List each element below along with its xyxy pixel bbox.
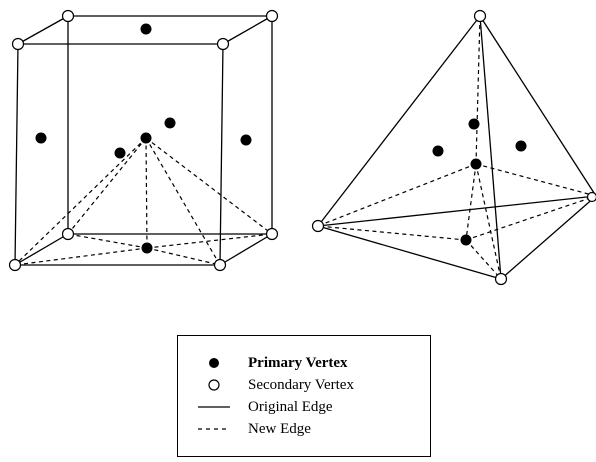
- primary-vertex: [35, 132, 47, 144]
- tetra-new-edge: [465, 163, 477, 241]
- tetra-edge: [479, 15, 596, 197]
- primary-vertex: [460, 234, 472, 246]
- tetra-secondary-vertices: [311, 9, 596, 286]
- legend-label: New Edge: [248, 421, 311, 437]
- secondary-vertex: [213, 258, 227, 272]
- cube-new-edge: [145, 137, 221, 266]
- open-circle-icon: [208, 379, 220, 391]
- primary-vertex: [468, 118, 480, 130]
- tetra-new-edge: [475, 163, 502, 280]
- secondary-vertex: [11, 37, 25, 51]
- tetra-new-edge: [475, 15, 481, 165]
- primary-vertex: [141, 242, 153, 254]
- secondary-vertex: [586, 191, 596, 203]
- primary-vertex: [140, 132, 152, 144]
- tetra-new-edge: [317, 225, 467, 241]
- tetra-new-edge: [465, 239, 502, 280]
- primary-vertex: [114, 147, 126, 159]
- primary-vertex: [164, 117, 176, 129]
- cube-edge: [222, 15, 273, 45]
- secondary-vertex: [216, 37, 230, 51]
- cube-edge: [14, 233, 69, 266]
- tetra-new-edge: [317, 163, 477, 227]
- secondary-vertex: [473, 9, 487, 23]
- secondary-vertex: [61, 9, 75, 23]
- secondary-vertex: [61, 227, 75, 241]
- tetra-new-edge: [475, 163, 596, 197]
- cube-new-edge: [145, 137, 273, 235]
- cube-primary-vertices: [35, 23, 252, 254]
- dashed-line-icon: [198, 428, 230, 430]
- cube-new-edge: [67, 137, 147, 235]
- legend-item-original-edge: Original Edge: [178, 397, 430, 417]
- tetra-new-edge: [465, 195, 596, 241]
- cube-new-edge: [145, 137, 148, 249]
- tetra-new-edges: [317, 15, 596, 280]
- primary-vertex: [515, 140, 527, 152]
- primary-vertex: [470, 158, 482, 170]
- legend-label: Primary Vertex: [248, 355, 348, 371]
- cube-new-edge: [146, 247, 221, 266]
- tetra-edge: [317, 225, 502, 280]
- cube-edge: [219, 43, 224, 266]
- secondary-vertex: [265, 227, 279, 241]
- legend-label: Original Edge: [248, 399, 333, 415]
- tetra-edge: [317, 195, 596, 227]
- legend-item-primary-vertex: Primary Vertex: [178, 353, 430, 373]
- cube-edge: [219, 233, 273, 266]
- tetra-primary-vertices: [432, 118, 527, 246]
- cube-edge: [17, 15, 69, 45]
- secondary-vertex: [8, 258, 22, 272]
- cube-new-edge: [14, 137, 147, 266]
- tetra-edge: [500, 195, 596, 280]
- cube-secondary-vertices: [8, 9, 279, 272]
- tetrahedron-figure: [311, 9, 596, 286]
- cube-figure: [8, 9, 279, 272]
- cube-new-edge: [14, 247, 148, 266]
- legend: Primary Vertex Secondary Vertex Original…: [177, 335, 431, 457]
- tetra-edge: [317, 15, 481, 227]
- legend-label: Secondary Vertex: [248, 377, 354, 393]
- cube-new-edges: [14, 137, 273, 266]
- primary-vertex: [240, 134, 252, 146]
- tetra-original-edges: [317, 15, 596, 280]
- cube-new-edge: [67, 233, 148, 249]
- tetra-edge: [479, 15, 502, 280]
- cube-original-edges: [14, 15, 273, 266]
- cube-new-edge: [146, 233, 273, 249]
- legend-item-secondary-vertex: Secondary Vertex: [178, 375, 430, 395]
- secondary-vertex: [265, 9, 279, 23]
- primary-vertex: [432, 145, 444, 157]
- solid-line-icon: [198, 406, 230, 408]
- secondary-vertex: [494, 272, 508, 286]
- secondary-vertex: [311, 219, 325, 233]
- filled-circle-icon: [209, 358, 219, 368]
- legend-item-new-edge: New Edge: [178, 419, 430, 439]
- cube-edge: [14, 43, 19, 266]
- primary-vertex: [140, 23, 152, 35]
